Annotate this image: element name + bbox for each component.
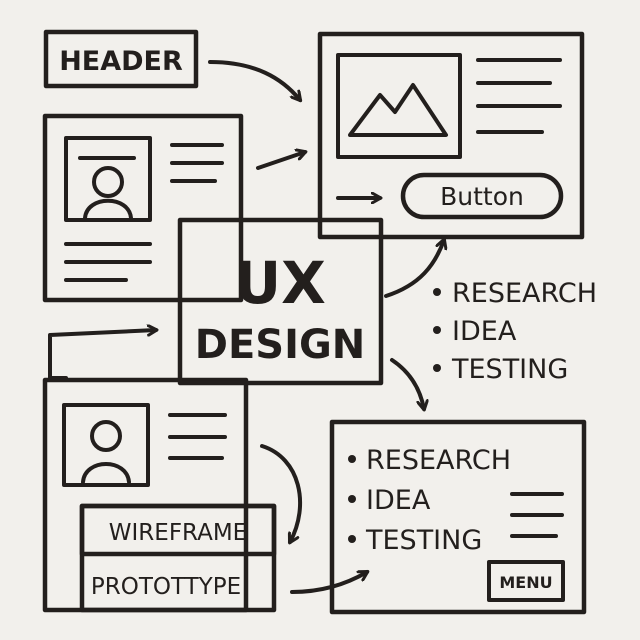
list-card-bottom-right: RESEARCH IDEA TESTING MENU <box>329 419 587 615</box>
right-list-item: TESTING <box>433 354 568 385</box>
prototype-label: PROTOTTYPE <box>91 574 241 600</box>
arrow-prototype-to-list-card <box>290 572 367 594</box>
ux-design-center-block: UX DESIGN <box>177 217 384 386</box>
header-label: HEADER <box>59 46 183 77</box>
arrow-loop-left <box>48 330 156 380</box>
right-list-item: RESEARCH <box>433 278 597 309</box>
right-list-item: IDEA <box>433 316 517 347</box>
ux-title: UX <box>234 249 326 317</box>
right-bullet-list: RESEARCH IDEA TESTING <box>433 278 597 385</box>
right-list-item-label: RESEARCH <box>452 278 597 309</box>
connector-arrows <box>48 60 444 594</box>
profile-card-left <box>42 113 244 303</box>
arrow-header-to-card <box>208 60 300 100</box>
box-list-item: TESTING <box>348 525 482 556</box>
right-list-item-label: IDEA <box>452 316 517 347</box>
menu-button-sketch: MENU <box>487 560 565 602</box>
arrow-ux-to-list-card <box>390 358 424 409</box>
box-list-item-label: RESEARCH <box>366 445 511 476</box>
wireframe-label: WIREFRAME <box>109 520 247 546</box>
user-avatar-icon <box>81 420 131 484</box>
image-placeholder <box>336 53 462 159</box>
wireframe-prototype-block: WIREFRAME PROTOTTYPE <box>79 503 277 613</box>
arrow-profile-to-card <box>256 152 305 170</box>
button-sketch: Button <box>400 172 564 220</box>
box-list: RESEARCH IDEA TESTING <box>348 445 511 556</box>
box-list-item: RESEARCH <box>348 445 511 476</box>
button-label: Button <box>440 182 524 211</box>
user-avatar-icon <box>83 166 133 220</box>
arrow-profile-to-wireframe <box>260 444 303 542</box>
arrow-ux-to-button <box>384 240 444 298</box>
box-list-item-label: TESTING <box>365 525 482 556</box>
mountain-icon <box>348 83 448 137</box>
box-list-item: IDEA <box>348 485 431 516</box>
box-list-item-label: IDEA <box>366 485 431 516</box>
design-title: DESIGN <box>195 322 366 368</box>
right-list-item-label: TESTING <box>451 354 568 385</box>
layout-card-top-right: Button <box>317 31 585 240</box>
header-block: HEADER <box>43 29 199 89</box>
menu-label: MENU <box>499 573 552 592</box>
